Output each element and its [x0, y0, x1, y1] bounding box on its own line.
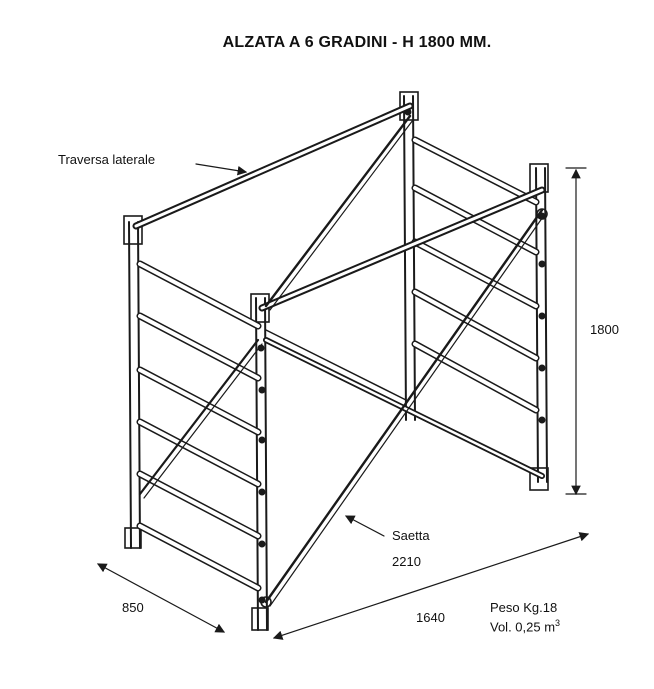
label-width: 1640	[416, 610, 445, 625]
label-saetta: Saetta	[392, 528, 430, 543]
left-frame	[123, 215, 270, 631]
right-frame	[399, 91, 549, 491]
label-depth: 850	[122, 600, 144, 615]
label-volume-text: Vol. 0,25 m	[490, 619, 556, 635]
label-saetta-length: 2210	[392, 554, 421, 569]
label-volume-sup: 3	[555, 618, 561, 628]
label-peso: Peso Kg.18	[490, 600, 558, 615]
diagram-title: ALZATA A 6 GRADINI - H 1800 MM.	[222, 34, 492, 51]
label-volume: Vol. 0,25 m3	[490, 618, 560, 634]
dimension-width	[272, 532, 590, 640]
dimension-depth	[96, 563, 226, 633]
label-traversa-laterale: Traversa laterale	[58, 152, 156, 167]
dimension-height	[565, 167, 587, 496]
label-height: 1800	[590, 322, 619, 337]
